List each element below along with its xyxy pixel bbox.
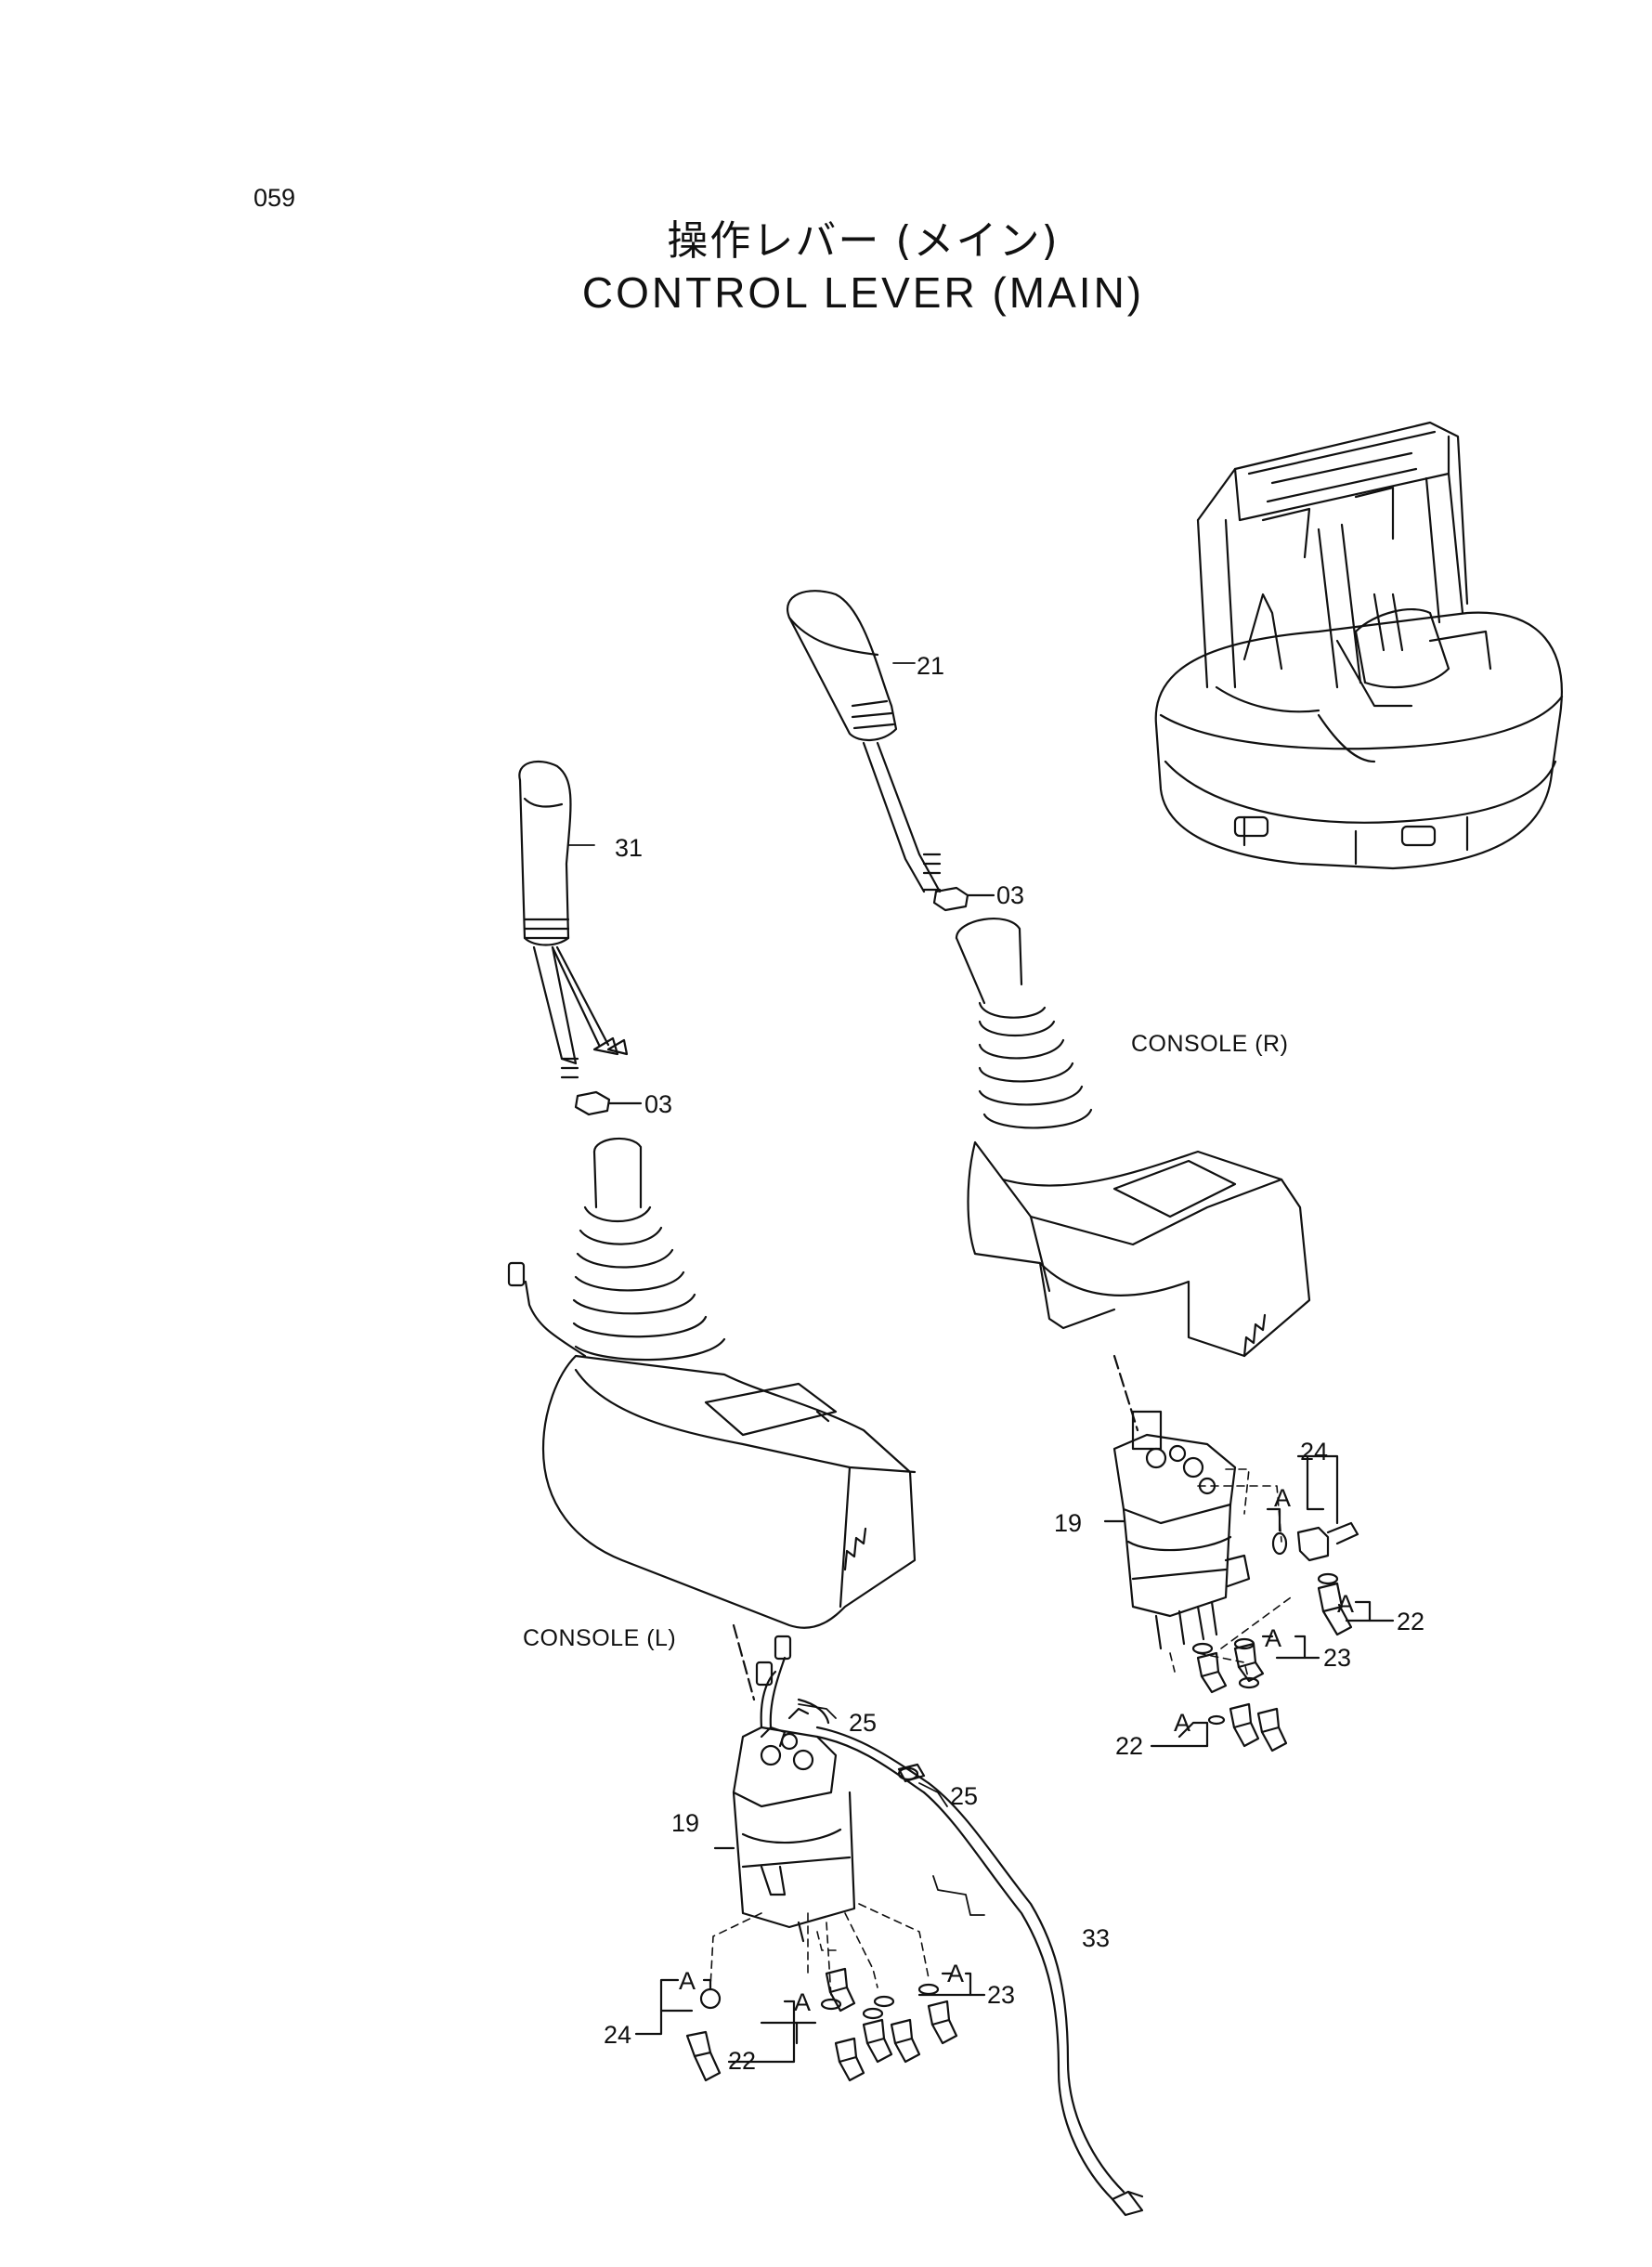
callout-24-left: 24 (604, 2021, 632, 2049)
detail-mark-a: A (679, 1967, 696, 1995)
excavator-overview-illustration (1154, 421, 1564, 870)
console-right (955, 918, 1311, 1358)
console-right-label: CONSOLE (R) (1131, 1031, 1289, 1057)
console-left-label: CONSOLE (L) (523, 1625, 677, 1651)
detail-mark-a: A (1265, 1624, 1282, 1652)
nut-03-left (574, 1090, 643, 1116)
callout-23-right: 23 (1323, 1644, 1352, 1672)
callout-21: 21 (917, 652, 945, 680)
title-japanese: 操作レバー (メイン) (667, 217, 1060, 265)
pilot-valve-19-left (713, 1623, 1144, 2217)
callout-22-right: 22 (1397, 1608, 1425, 1635)
detail-mark-a: A (947, 1960, 965, 1987)
detail-mark-a: A (1274, 1484, 1292, 1512)
fittings-right (1191, 1521, 1359, 1752)
pilot-valve-19-right (1103, 1354, 1251, 1650)
callout-22-left: 22 (728, 2047, 757, 2075)
detail-mark-a: A (1337, 1590, 1355, 1618)
callout-19-right: 19 (1054, 1509, 1083, 1537)
callout-31: 31 (615, 834, 644, 862)
callout-25-lower: 25 (950, 1782, 979, 1810)
detail-mark-a: A (794, 1988, 812, 2016)
callout-23-left: 23 (987, 1981, 1016, 2009)
detail-mark-a: A (1174, 1709, 1191, 1737)
page-number: 059 (254, 184, 296, 212)
lever-grip-31 (518, 760, 629, 1079)
lever-grip-21 (787, 590, 942, 893)
callout-22-right-lower: 22 (1115, 1732, 1144, 1760)
callout-25-upper: 25 (849, 1709, 878, 1737)
callout-24-right: 24 (1300, 1438, 1329, 1466)
nut-03-right (932, 886, 995, 912)
callout-03-right: 03 (996, 881, 1025, 909)
title-english: CONTROL LEVER (MAIN) (581, 268, 1145, 317)
console-left (507, 1137, 917, 1629)
callout-33: 33 (1082, 1924, 1111, 1952)
callout-19-left: 19 (671, 1809, 700, 1837)
callout-03-left: 03 (644, 1090, 673, 1118)
